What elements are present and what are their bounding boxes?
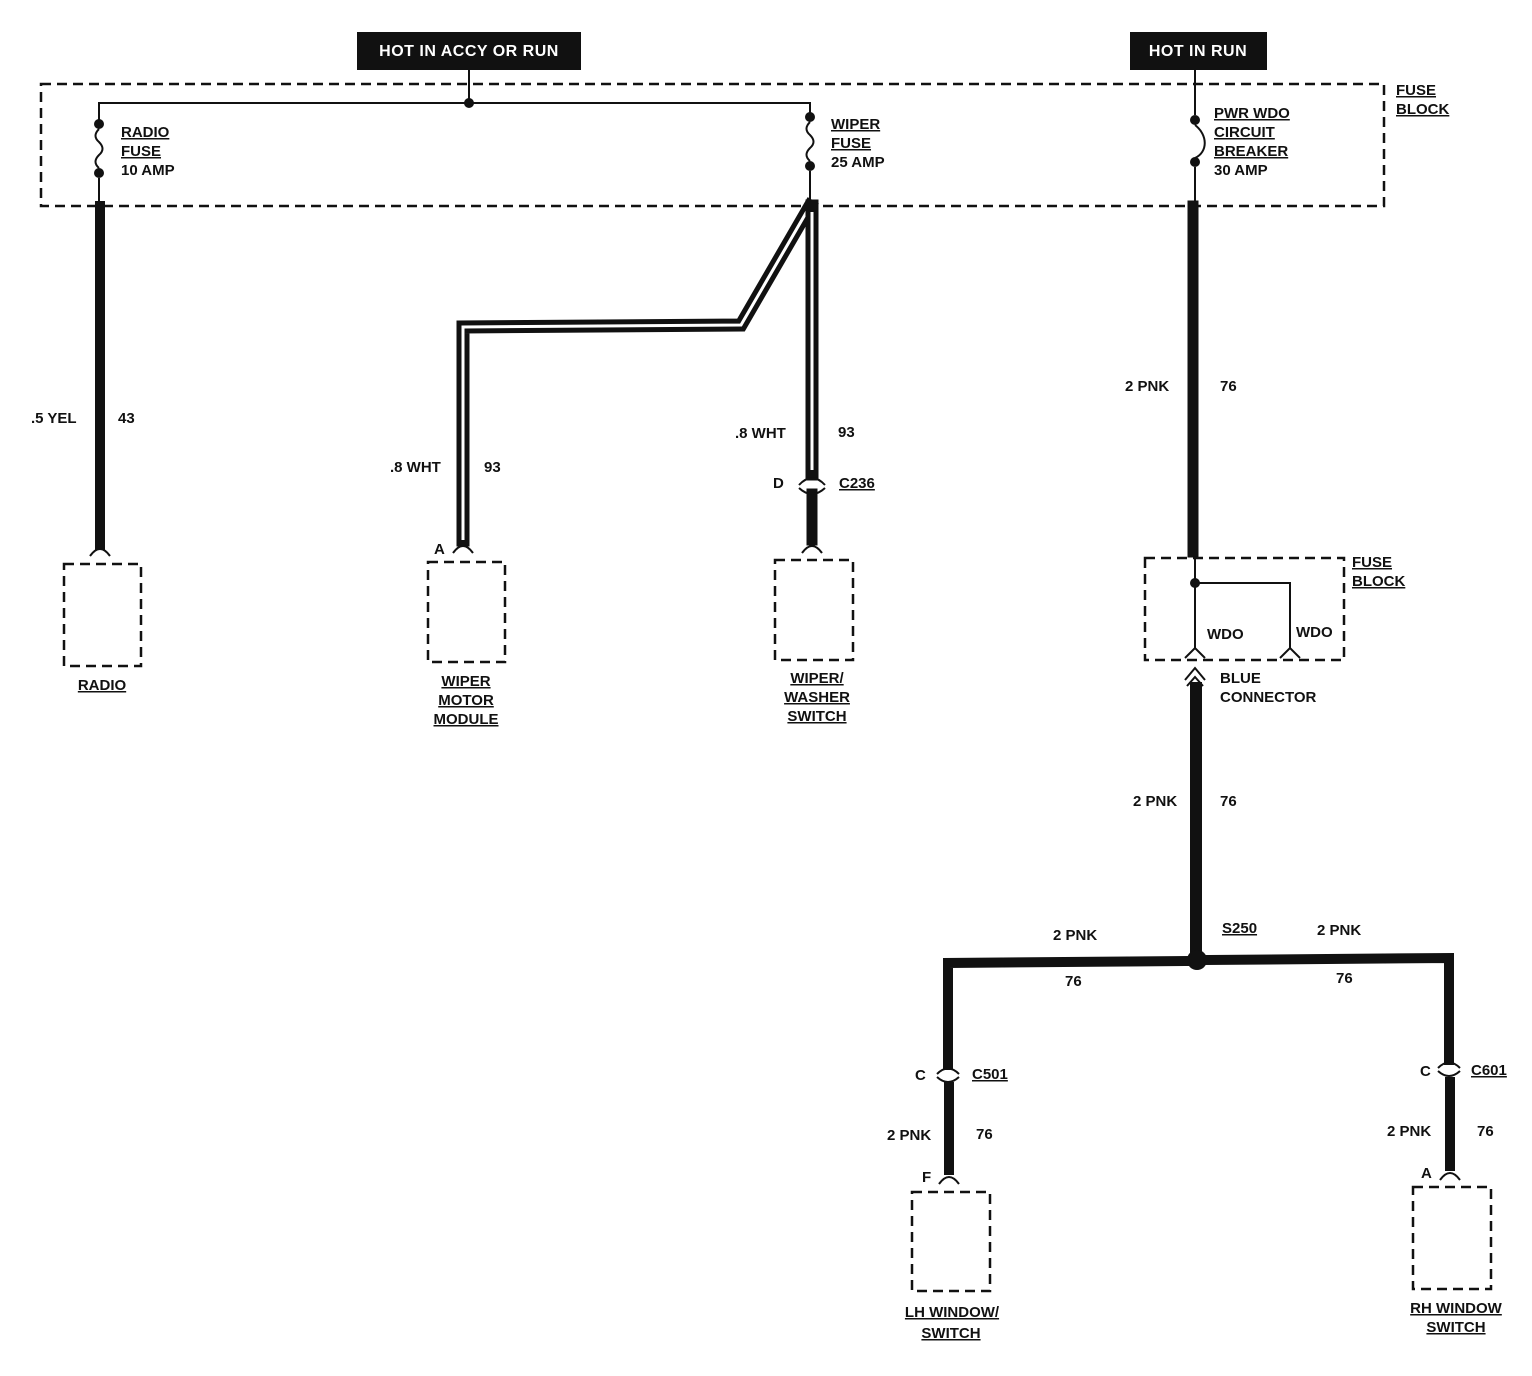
lh-branch-circuit: 76	[1065, 973, 1082, 990]
breaker-label-1: PWR WDO	[1214, 105, 1290, 122]
wiper-switch-wire-circuit: 93	[838, 424, 855, 441]
radio-wire-color: .5 YEL	[31, 410, 77, 427]
wiper-motor-label-3: MODULE	[434, 711, 499, 728]
wiper-switch-label-2: WASHER	[784, 689, 850, 706]
c601-connector	[1437, 1061, 1461, 1077]
header-accy-run-box	[357, 32, 581, 70]
rh-switch-color: 2 PNK	[1387, 1123, 1431, 1140]
fuse-block-top	[39, 82, 1386, 208]
rh-window-label-2: SWITCH	[1426, 1319, 1485, 1336]
c501-connector	[936, 1067, 960, 1083]
wiper-switch-terminal-letter: D	[773, 475, 784, 492]
rh-branch-wire	[1203, 952, 1454, 1065]
lh-terminal-lower: F	[922, 1169, 931, 1186]
rh-branch-circuit: 76	[1336, 970, 1353, 987]
blue-connector-label-2: CONNECTOR	[1220, 689, 1317, 706]
rh-switch-terminal	[1439, 1172, 1461, 1181]
pwr-feed-lower-color: 2 PNK	[1133, 793, 1177, 810]
radio-fuse-label-1: RADIO	[121, 124, 170, 141]
header-run: HOT IN RUN	[1149, 43, 1247, 60]
fuse-block-lower-label-2: BLOCK	[1352, 573, 1405, 590]
blue-connector-label-1: BLUE	[1220, 670, 1261, 687]
wiper-switch-component	[773, 558, 855, 662]
fuse-bus	[98, 70, 811, 124]
radio-component	[62, 562, 143, 668]
wiper-motor-wire	[456, 197, 819, 547]
breaker-label-3: BREAKER	[1214, 143, 1288, 160]
radio-wire-circuit: 43	[118, 410, 135, 427]
wiper-motor-wire-color: .8 WHT	[390, 459, 441, 476]
fuse-block-lower-bus	[1184, 558, 1301, 659]
wiper-switch-label-1: WIPER/	[790, 670, 844, 687]
lh-terminal-upper: C	[915, 1067, 926, 1084]
lh-branch-wire	[943, 955, 1191, 1070]
c236-connector	[798, 477, 826, 495]
wiper-motor-terminal-letter: A	[434, 541, 445, 558]
lh-connector: C501	[972, 1066, 1008, 1083]
radio-fuse-label-3: 10 AMP	[121, 162, 175, 179]
s250-splice	[1187, 950, 1207, 970]
rh-window-label-1: RH WINDOW	[1410, 1300, 1502, 1317]
wiper-motor-wire-circuit: 93	[484, 459, 501, 476]
breaker-label-2: CIRCUIT	[1214, 124, 1275, 141]
rh-terminal-lower: A	[1421, 1165, 1432, 1182]
wiper-switch-wire-color: .8 WHT	[735, 425, 786, 442]
fuse-block-lower	[1143, 556, 1346, 662]
rh-switch-circuit: 76	[1477, 1123, 1494, 1140]
fuse-block-top-label-1: FUSE	[1396, 82, 1436, 99]
wdo-right-label: WDO	[1296, 624, 1333, 641]
lh-window-label-1: LH WINDOW/	[905, 1304, 1000, 1321]
wiper-switch-connector: C236	[839, 475, 875, 492]
lh-switch-terminal	[938, 1176, 960, 1185]
wiper-fuse-symbol	[805, 112, 815, 206]
radio-fuse-label-2: FUSE	[121, 143, 161, 160]
wiper-motor-component	[426, 560, 507, 664]
radio-terminal	[89, 548, 111, 557]
breaker-label-4: 30 AMP	[1214, 162, 1268, 179]
wiper-switch-label-3: SWITCH	[787, 708, 846, 725]
rh-connector: C601	[1471, 1062, 1507, 1079]
radio-fuse-symbol	[94, 119, 104, 206]
header-accy-run: HOT IN ACCY OR RUN	[379, 43, 559, 60]
wiper-motor-label-2: MOTOR	[438, 692, 494, 709]
pwr-feed-upper-color: 2 PNK	[1125, 378, 1169, 395]
wiper-fuse-label-1: WIPER	[831, 116, 880, 133]
lh-window-label-2: SWITCH	[921, 1325, 980, 1342]
lh-switch-color: 2 PNK	[887, 1127, 931, 1144]
rh-terminal-upper: C	[1420, 1063, 1431, 1080]
rh-branch-color: 2 PNK	[1317, 922, 1361, 939]
wdo-left-label: WDO	[1207, 626, 1244, 643]
wiper-motor-label-1: WIPER	[441, 673, 490, 690]
pwr-wdo-breaker-symbol	[1190, 70, 1206, 206]
pwr-feed-lower-circuit: 76	[1220, 793, 1237, 810]
wiper-switch-terminal	[801, 545, 823, 554]
s250-label: S250	[1222, 920, 1257, 937]
fuse-block-top-label-2: BLOCK	[1396, 101, 1449, 118]
radio-label: RADIO	[78, 677, 127, 694]
wiper-fuse-label-3: 25 AMP	[831, 154, 885, 171]
lh-switch-circuit: 76	[976, 1126, 993, 1143]
lh-window-component	[910, 1190, 992, 1293]
fuse-block-lower-label-1: FUSE	[1352, 554, 1392, 571]
wiper-motor-terminal	[452, 545, 474, 554]
header-run-box	[1130, 32, 1267, 70]
rh-window-component	[1411, 1185, 1493, 1291]
wiper-fuse-label-2: FUSE	[831, 135, 871, 152]
lh-branch-color: 2 PNK	[1053, 927, 1097, 944]
pwr-feed-upper-circuit: 76	[1220, 378, 1237, 395]
